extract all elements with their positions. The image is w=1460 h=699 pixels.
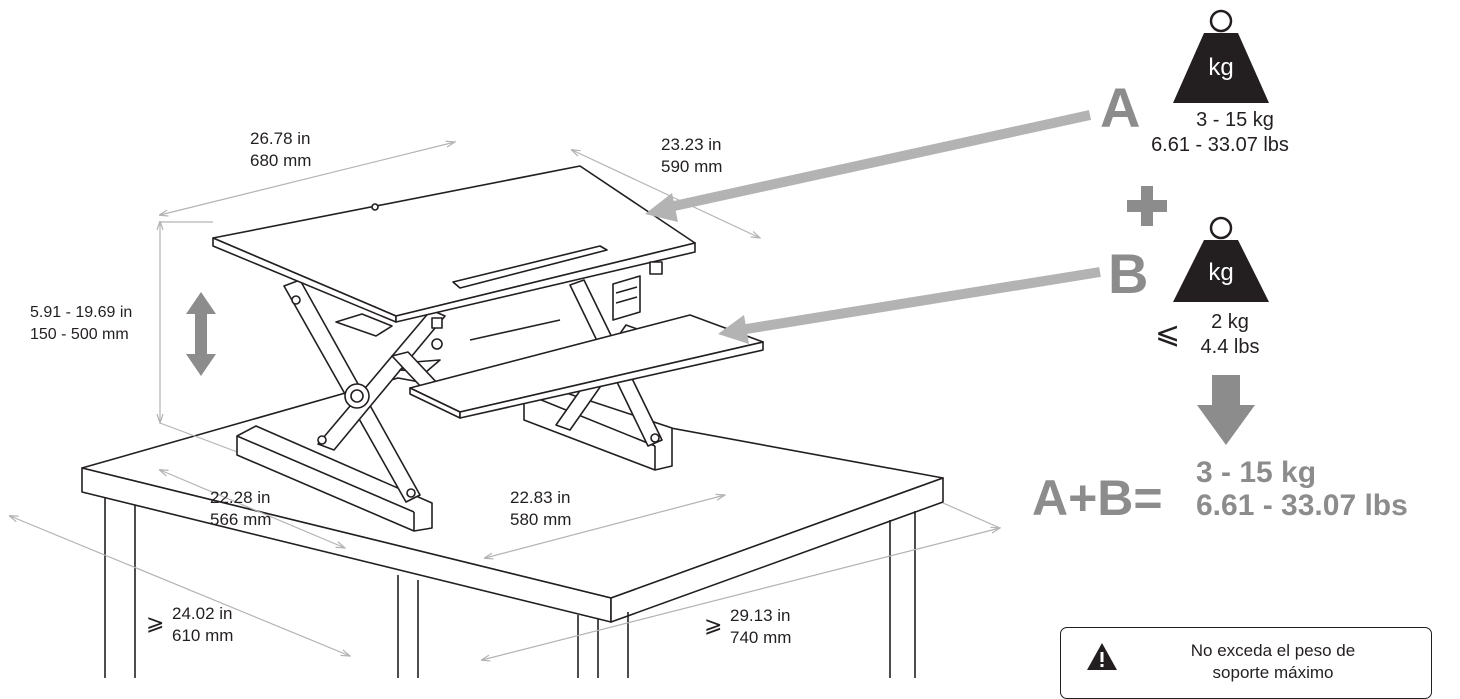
top-width-dimension: 26.78 in 680 mm (250, 129, 312, 170)
top-depth-dimension: 23.23 in 590 mm (661, 135, 723, 176)
height-adjust-arrow (186, 292, 216, 376)
load-b-range: 2 kg 4.4 lbs (1200, 311, 1260, 358)
load-pointer-b (718, 267, 1101, 344)
height-dimension: 5.91 - 19.69 in 150 - 500 mm (30, 304, 133, 343)
weight-b-unit-label: kg (1208, 259, 1234, 286)
total-range: 3 - 15 kg 6.61 - 33.07 lbs (1196, 456, 1408, 522)
warning-triangle-icon (1087, 643, 1117, 670)
device-slot (452, 245, 608, 289)
product-drawing (0, 9, 1269, 678)
weight-a-icon (1173, 9, 1269, 103)
keyboard-tray (409, 314, 764, 419)
work-surface (212, 165, 696, 329)
load-a-letter: A (1100, 76, 1141, 139)
base-depth-dimension: 22.83 in 580 mm (510, 488, 572, 529)
load-a-range: 3 - 15 kg 6.61 - 33.07 lbs (1151, 109, 1289, 156)
load-b-letter: B (1108, 242, 1149, 305)
sum-down-arrow (1197, 375, 1255, 445)
dimension-lines (10, 142, 1000, 660)
min-symbol: ⩾ (704, 612, 723, 637)
total-label: A+B= (1032, 470, 1163, 526)
warning-text: No exceda el peso de soporte máximo (1190, 641, 1356, 682)
max-symbol: ⩽ (1155, 317, 1181, 350)
load-pointer-a (645, 110, 1092, 222)
min-symbol: ⩾ (146, 610, 165, 635)
table-width-dimension: ⩾ 29.13 in 740 mm (704, 606, 792, 647)
weight-a-unit-label: kg (1208, 54, 1234, 81)
plus-sign (1127, 186, 1167, 226)
table-depth-dimension: ⩾ 24.02 in 610 mm (146, 604, 234, 645)
weight-b-icon (1173, 216, 1269, 302)
desk-converter-diagram: 26.78 in 680 mm 23.23 in 590 mm 5.91 - 1… (0, 9, 1432, 699)
base-width-dimension: 22.28 in 566 mm (210, 488, 272, 529)
